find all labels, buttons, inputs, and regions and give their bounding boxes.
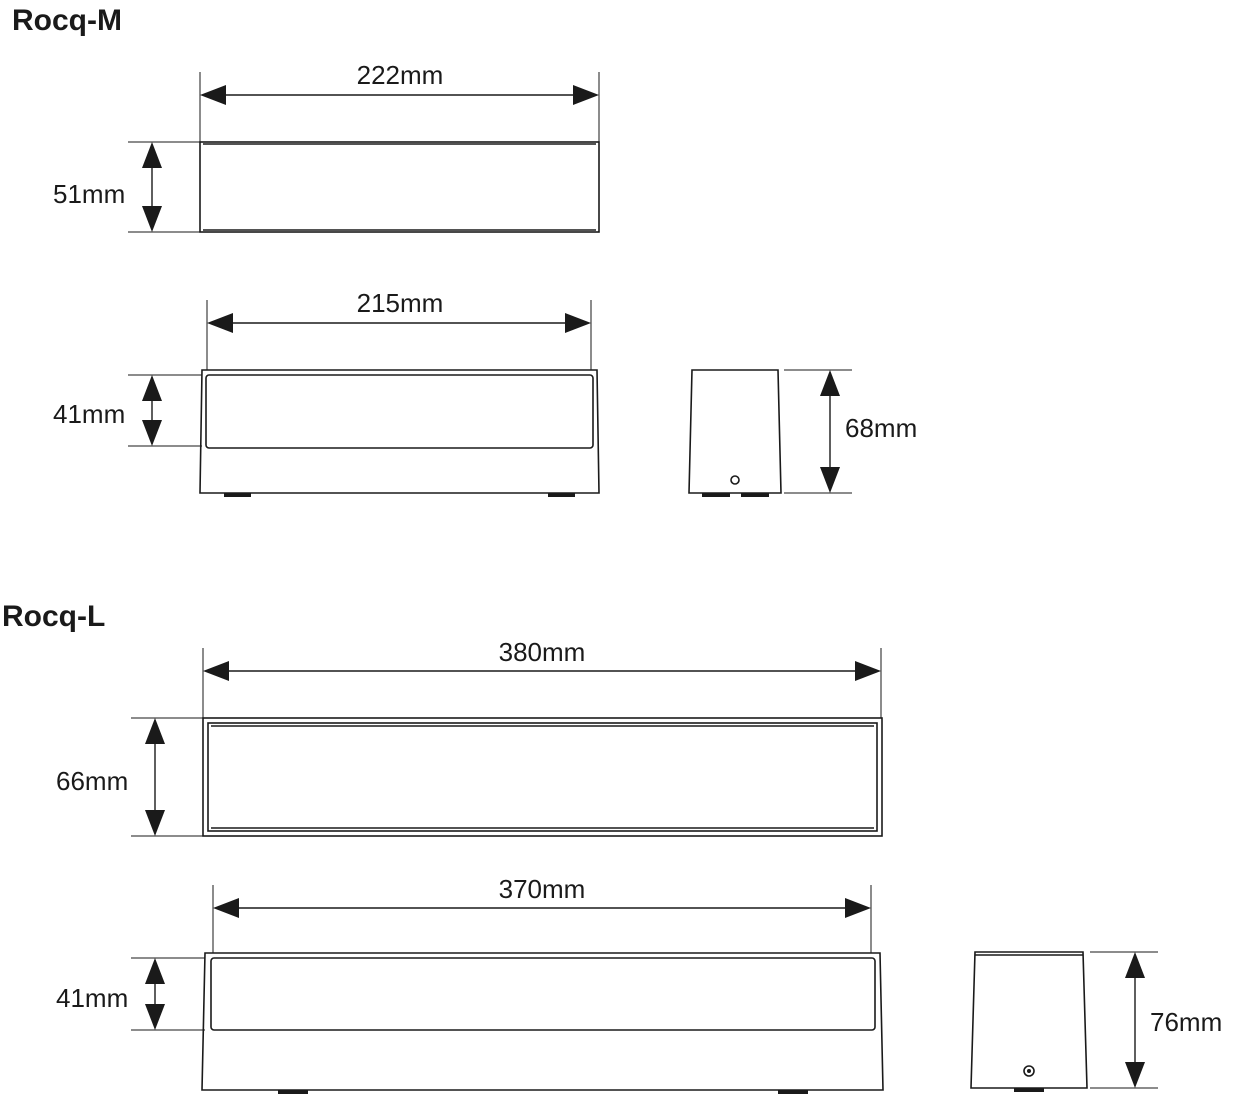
front-view-outline xyxy=(201,952,884,1091)
width-label: 222mm xyxy=(357,60,444,90)
top-view-outline xyxy=(199,141,600,233)
foot xyxy=(224,493,251,497)
section-rocq-m: Rocq-M 222mm 51mm xyxy=(12,4,917,497)
width-label: 215mm xyxy=(357,288,444,318)
height-dimension: 41mm xyxy=(53,374,202,447)
height-label: 41mm xyxy=(56,983,128,1013)
height-label: 66mm xyxy=(56,766,128,796)
width-dimension: 370mm xyxy=(213,874,871,918)
section-title: Rocq-L xyxy=(2,600,105,633)
height-label: 41mm xyxy=(53,399,125,429)
section-title: Rocq-M xyxy=(12,4,122,37)
width-dimension: 222mm xyxy=(200,60,599,105)
height-label: 76mm xyxy=(1150,1007,1222,1037)
height-dimension: 51mm xyxy=(53,141,200,233)
height-dimension: 41mm xyxy=(56,957,205,1031)
foot xyxy=(741,493,769,497)
height-dimension: 66mm xyxy=(56,717,203,837)
side-view-outline xyxy=(970,951,1088,1089)
foot xyxy=(278,1090,308,1094)
top-view-outline xyxy=(202,717,883,837)
foot xyxy=(548,493,575,497)
width-dimension: 380mm xyxy=(203,637,881,681)
foot xyxy=(1014,1088,1044,1092)
side-view-l: 76mm xyxy=(970,951,1222,1092)
cable-port xyxy=(1023,1065,1035,1077)
height-dimension: 76mm xyxy=(1090,951,1222,1089)
front-view-outline xyxy=(199,369,600,494)
height-label: 68mm xyxy=(845,413,917,443)
front-view-m: 215mm 41mm xyxy=(53,288,600,497)
light-panel xyxy=(205,374,594,449)
width-dimension: 215mm xyxy=(207,288,591,333)
cable-port xyxy=(730,475,740,485)
height-label: 51mm xyxy=(53,179,125,209)
light-panel xyxy=(210,957,876,1031)
side-view-outline xyxy=(688,369,782,494)
width-label: 370mm xyxy=(499,874,586,904)
width-label: 380mm xyxy=(499,637,586,667)
side-view-m: 68mm xyxy=(688,369,917,497)
foot xyxy=(702,493,730,497)
top-view-l: 380mm 66mm xyxy=(56,637,883,837)
cable-port-center xyxy=(1027,1069,1031,1073)
foot xyxy=(778,1090,808,1094)
top-inner-frame xyxy=(207,722,878,832)
height-dimension: 68mm xyxy=(784,369,917,494)
front-view-l: 370mm 41mm xyxy=(56,874,884,1094)
section-rocq-l: Rocq-L 380mm 66mm xyxy=(2,600,1222,1094)
top-view-m: 222mm 51mm xyxy=(53,60,600,233)
